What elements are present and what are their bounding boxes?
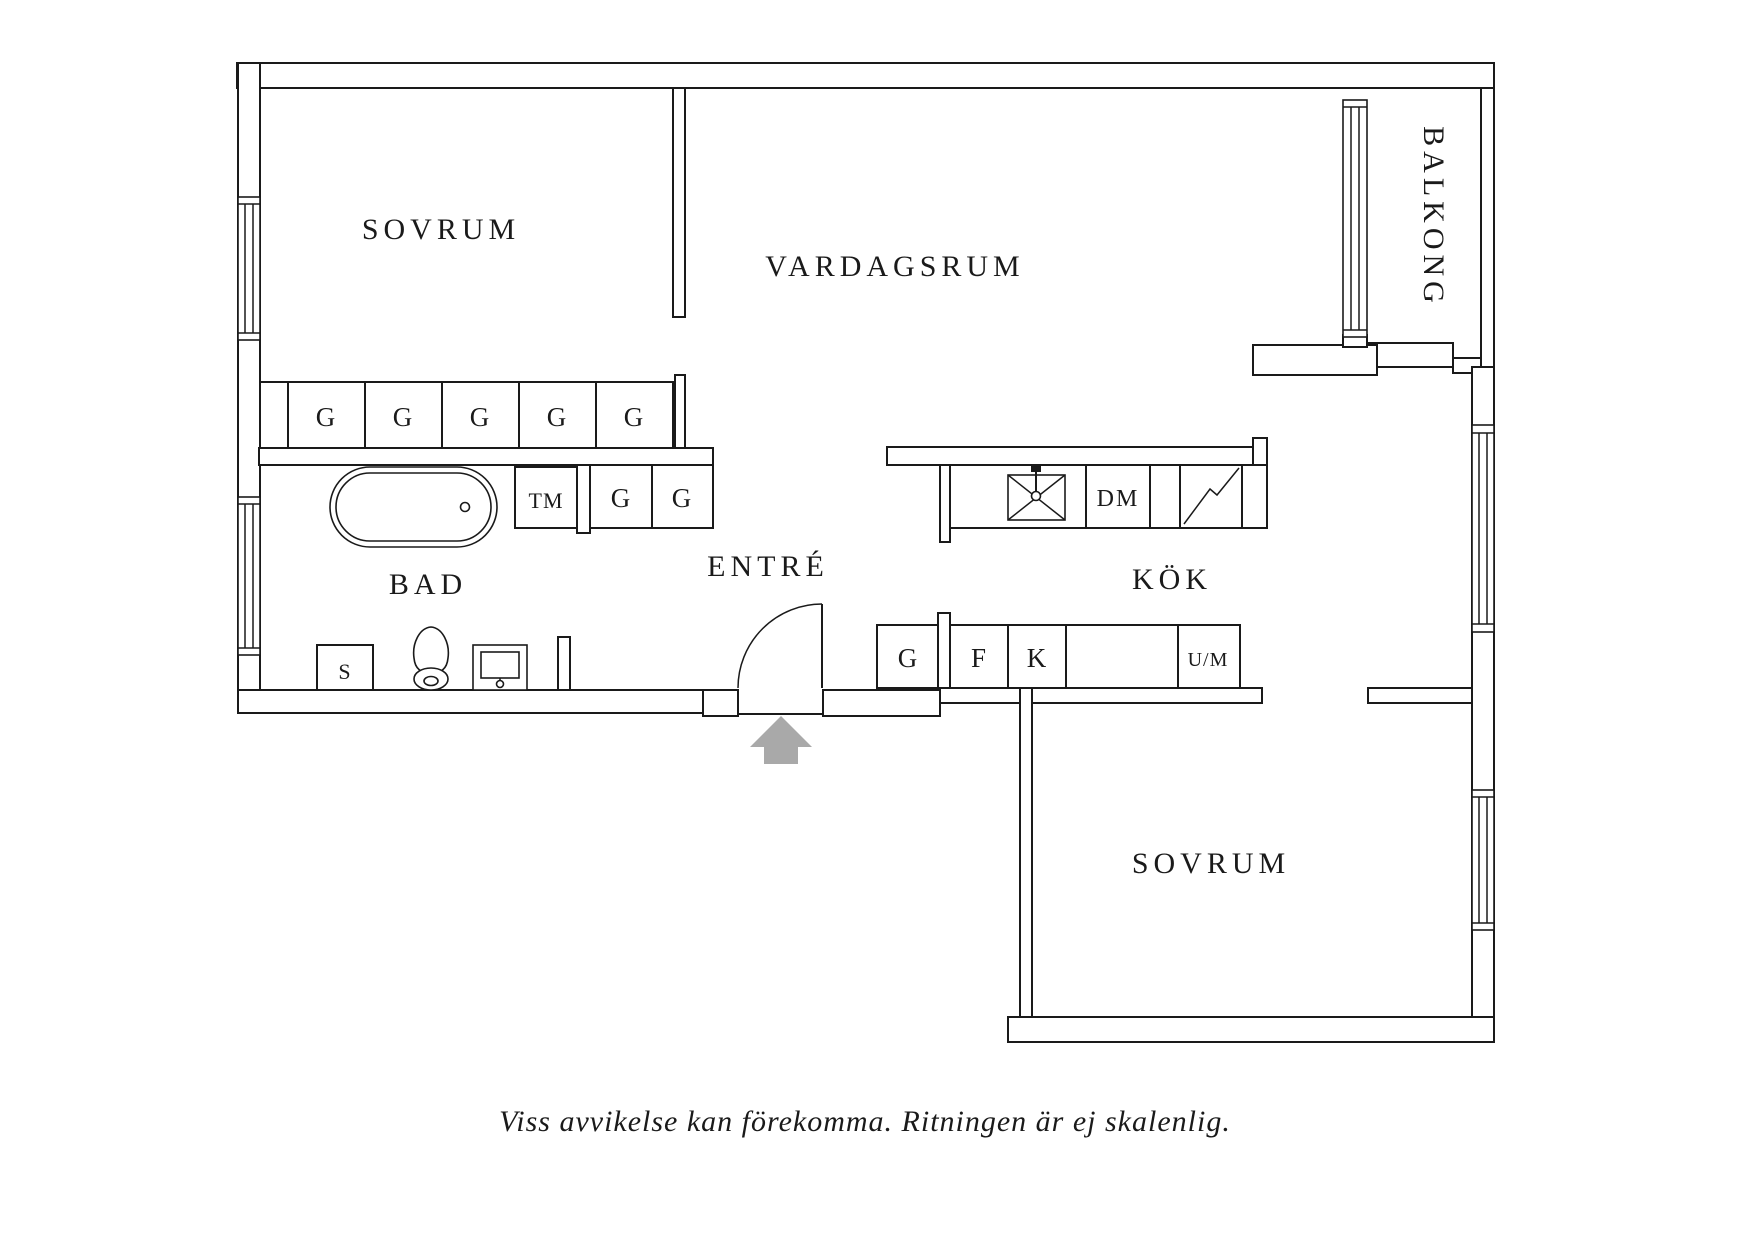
room-label-entrance: ENTRÉ	[707, 550, 829, 583]
disclaimer-text: Viss avvikelse kan förekomma. Ritningen …	[499, 1105, 1231, 1138]
south-wall-entry-right	[822, 689, 941, 717]
window-kitchen-icon	[1471, 424, 1495, 633]
kitchen-north-stub	[939, 464, 951, 543]
hall-wardrobe-label-2: G	[672, 483, 693, 513]
bathtub-icon	[329, 466, 498, 548]
bathroom-sink-icon	[472, 644, 528, 691]
room-labels: SOVRUM VARDAGSRUM BALKONG BAD ENTRÉ KÖK …	[362, 126, 1450, 880]
storage-s-label: S	[338, 659, 351, 684]
toilet-icon	[412, 626, 450, 691]
top-wall	[236, 62, 1495, 89]
kitchen-north-notch	[1252, 437, 1268, 466]
south-wall-left	[237, 689, 704, 714]
room-label-bathroom: BAD	[389, 568, 467, 601]
window-bathroom-icon	[237, 496, 261, 656]
stove-icon	[1183, 467, 1240, 525]
balcony-door-window-icon	[1342, 99, 1368, 338]
unit-labels: G G G G G TM G G S DM G F K U/M	[316, 402, 1229, 684]
kitchen-north-wall	[886, 446, 1258, 466]
entry-door-icon	[737, 603, 823, 689]
room-label-bedroom-top: SOVRUM	[362, 213, 520, 246]
room-label-bedroom-bottom: SOVRUM	[1132, 847, 1290, 880]
wardrobe-label-1: G	[316, 402, 337, 432]
wardrobe-label-5: G	[624, 402, 645, 432]
kitchen-lower-label-f: F	[971, 643, 987, 673]
kitchen-floor-wall	[939, 687, 1263, 704]
wardrobe-label-4: G	[547, 402, 568, 432]
exterior-walls	[236, 62, 1495, 1043]
balcony-bottom-wall	[1367, 342, 1454, 368]
entry-arrow-icon	[750, 716, 812, 764]
livingroom-se-wall	[1252, 344, 1378, 376]
bedroom2-north-wall	[1367, 687, 1473, 704]
kitchen-sink-icon	[1007, 464, 1066, 521]
room-label-balcony: BALKONG	[1417, 126, 1450, 308]
windows	[237, 99, 1495, 931]
bathroom-stub-lower	[557, 636, 571, 691]
bathroom-north-wall	[258, 447, 714, 466]
bottom-right-wall	[1007, 1016, 1495, 1043]
washing-machine-label: TM	[529, 488, 564, 513]
room-label-kitchen: KÖK	[1132, 563, 1212, 596]
window-bedroom2-icon	[1471, 789, 1495, 931]
bathroom-stub-upper	[576, 464, 591, 534]
bedroom2-west-wall	[1019, 687, 1033, 1018]
washer-dryer-label: U/M	[1188, 649, 1229, 671]
hall-wardrobe-label-1: G	[611, 483, 632, 513]
dishwasher-label: DM	[1097, 486, 1140, 512]
hall-wardrobes	[589, 464, 714, 529]
kitchen-lower-label-g: G	[898, 643, 919, 673]
interior-walls	[258, 87, 1473, 1018]
balcony-right-wall	[1480, 87, 1495, 374]
room-label-living-room: VARDAGSRUM	[765, 250, 1025, 283]
kitchen-counter-row	[949, 464, 1268, 529]
washing-machine-box	[514, 466, 578, 529]
south-wall-entry-left	[702, 689, 739, 717]
kitchen-lower-row	[876, 612, 1241, 689]
storage-s-box	[316, 644, 374, 691]
wardrobe-label-2: G	[393, 402, 414, 432]
kitchen-lower-label-k: K	[1027, 643, 1048, 673]
wardrobe-label-3: G	[470, 402, 491, 432]
bedroom1-livingroom-divider	[672, 87, 686, 318]
window-bedroom1-icon	[237, 196, 261, 341]
wardrobe-row	[287, 381, 674, 449]
